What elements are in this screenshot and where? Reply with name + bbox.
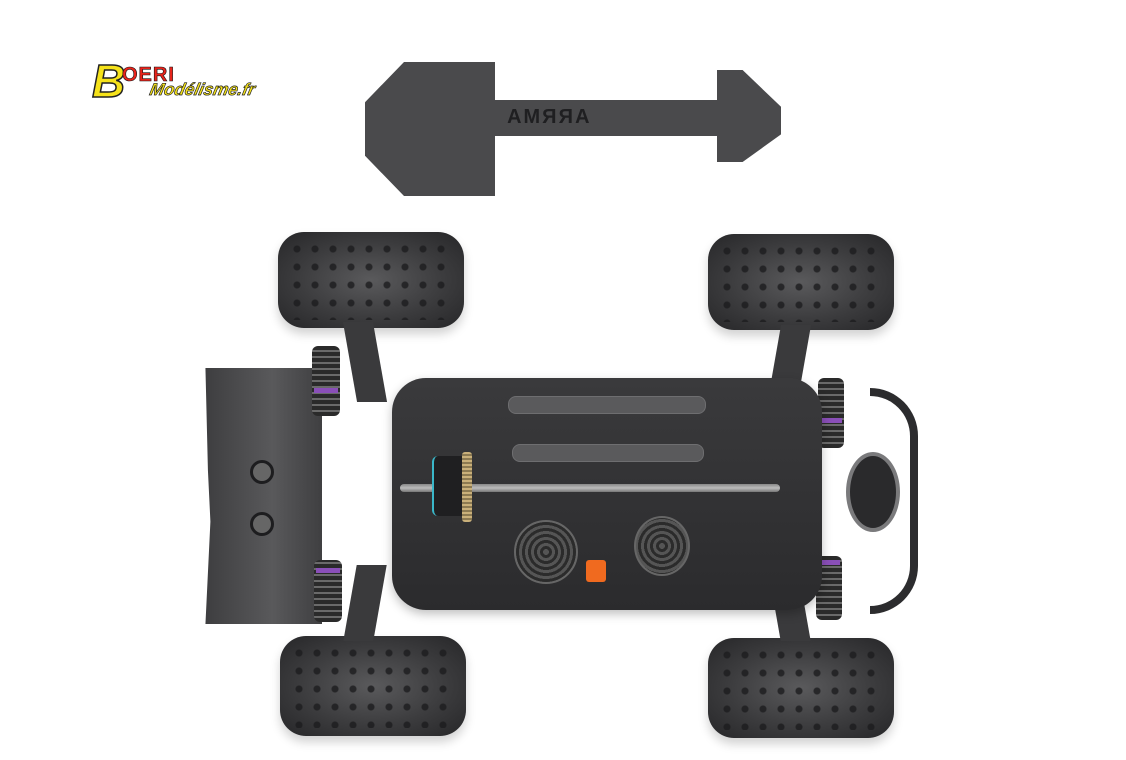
front-bumper-mount (846, 452, 900, 532)
spur-gear (462, 452, 472, 522)
rear-wing (205, 368, 322, 624)
power-connector (586, 560, 606, 582)
tire-rear-left (280, 636, 466, 736)
skid-plate-head (365, 62, 495, 196)
arm-left-bottom (343, 565, 387, 641)
skid-plate: ARRMA (365, 62, 795, 196)
shock-spring-accent (818, 560, 840, 565)
arm-left-top (342, 322, 388, 402)
shock-spring-accent (820, 418, 842, 423)
shock-rear-top (312, 346, 340, 416)
center-driveshaft (400, 484, 780, 492)
tire-front-right (708, 234, 894, 330)
shock-front-top (818, 378, 844, 448)
shock-spring-accent (314, 388, 338, 393)
boeri-logo: B OERI Modélisme.fr (91, 55, 282, 108)
logo-letter: B (91, 55, 126, 107)
brand-text: ARRMA (505, 106, 590, 128)
logo-word: OERI (122, 64, 175, 87)
shock-spring-accent (316, 568, 340, 573)
logo-subtitle: Modélisme.fr (148, 80, 258, 100)
battery-strap-bottom (512, 444, 704, 462)
esc-fan (634, 516, 690, 576)
tire-rear-right (708, 638, 894, 738)
wing-bolt-bottom (250, 512, 274, 536)
tire-front-left (278, 232, 464, 328)
wing-bolt-top (250, 460, 274, 484)
skid-plate-tail (717, 70, 781, 162)
motor-fan (514, 520, 578, 584)
battery-strap-top (508, 396, 706, 414)
